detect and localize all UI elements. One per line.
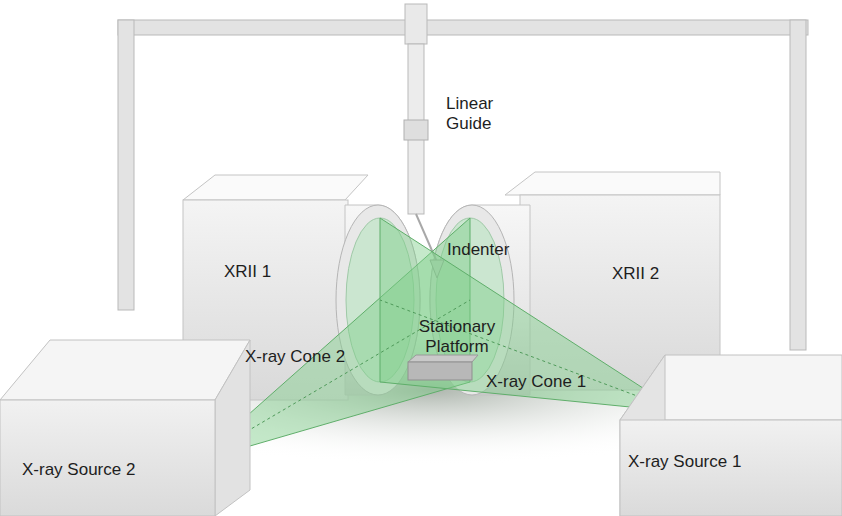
part-label: Stationary Platform [414, 317, 500, 357]
x-ray-source-2 [0, 340, 250, 516]
part-label: Indenter [447, 240, 509, 260]
x-ray-source-1 [620, 355, 842, 516]
cone-1-axis [380, 300, 680, 412]
stationary-platform [408, 355, 478, 380]
part-label: X-ray Source 1 [628, 452, 741, 472]
part-label: Linear Guide [446, 94, 506, 134]
part-label: X-ray Cone 1 [486, 372, 586, 392]
x-ray-cone-1 [380, 218, 680, 412]
part-label: XRII 1 [224, 262, 271, 282]
part-label: X-ray Cone 2 [245, 347, 345, 367]
linear-guide [404, 4, 437, 262]
part-label: XRII 2 [612, 264, 659, 284]
part-label: X-ray Source 2 [22, 460, 135, 480]
